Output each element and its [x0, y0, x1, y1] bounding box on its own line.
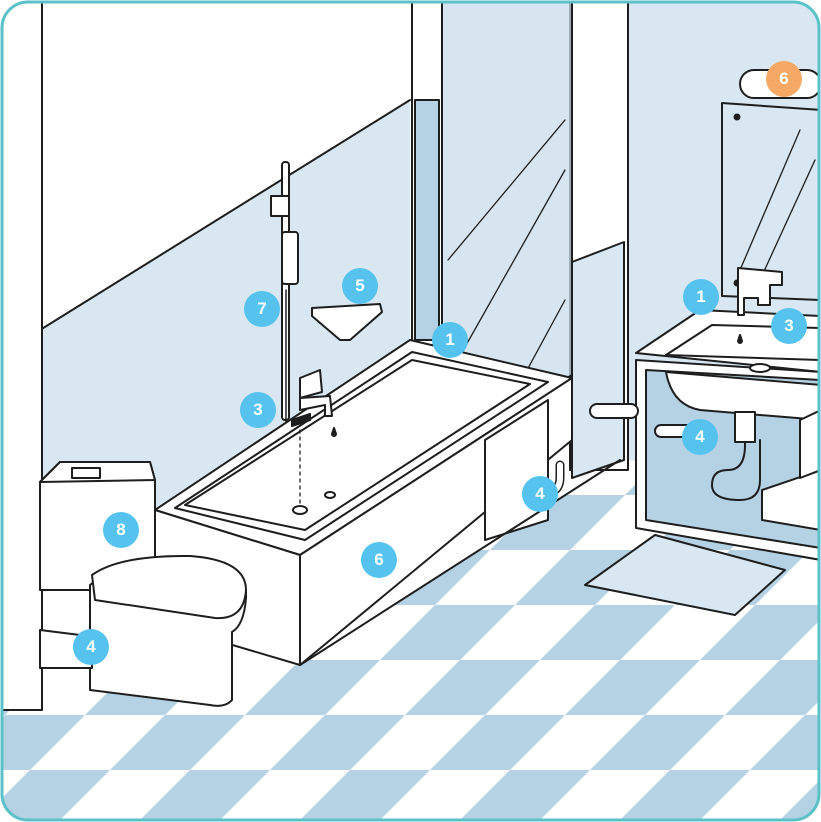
marker-toilet-cistern[interactable]: 8: [103, 512, 139, 548]
marker-bath-waste-pipe[interactable]: 4: [522, 476, 558, 512]
marker-bath-panel[interactable]: 6: [361, 542, 397, 578]
marker-basin-waste-pipe[interactable]: 4: [682, 419, 718, 455]
marker-bath-mixer-tap[interactable]: 3: [240, 392, 276, 428]
basin-mixer-tap: [737, 267, 783, 316]
marker-shower-handset[interactable]: 7: [244, 291, 280, 327]
marker-glass-shower-screen[interactable]: 1: [432, 322, 468, 358]
wall-pipe-right: [589, 403, 639, 419]
mirror: [721, 102, 820, 301]
marker-towel-rail[interactable]: 5: [342, 268, 378, 304]
bath-mat: [584, 534, 786, 616]
marker-washbasin[interactable]: 1: [683, 279, 719, 315]
access-panel: [571, 241, 625, 479]
marker-basin-mixer-tap[interactable]: 3: [771, 308, 807, 344]
basin-waste-pipe: [711, 414, 761, 501]
towel-rail: [311, 303, 383, 341]
left-column: [1, 1, 43, 711]
bath-mixer-tap: [299, 369, 323, 399]
wall-trim-line: [39, 99, 411, 331]
floor-tiles: [1, 460, 820, 821]
marker-toilet-waste-pipe[interactable]: 4: [73, 629, 109, 665]
marker-mirror-light[interactable]: 6: [766, 61, 802, 97]
shower-handset: [281, 231, 299, 285]
